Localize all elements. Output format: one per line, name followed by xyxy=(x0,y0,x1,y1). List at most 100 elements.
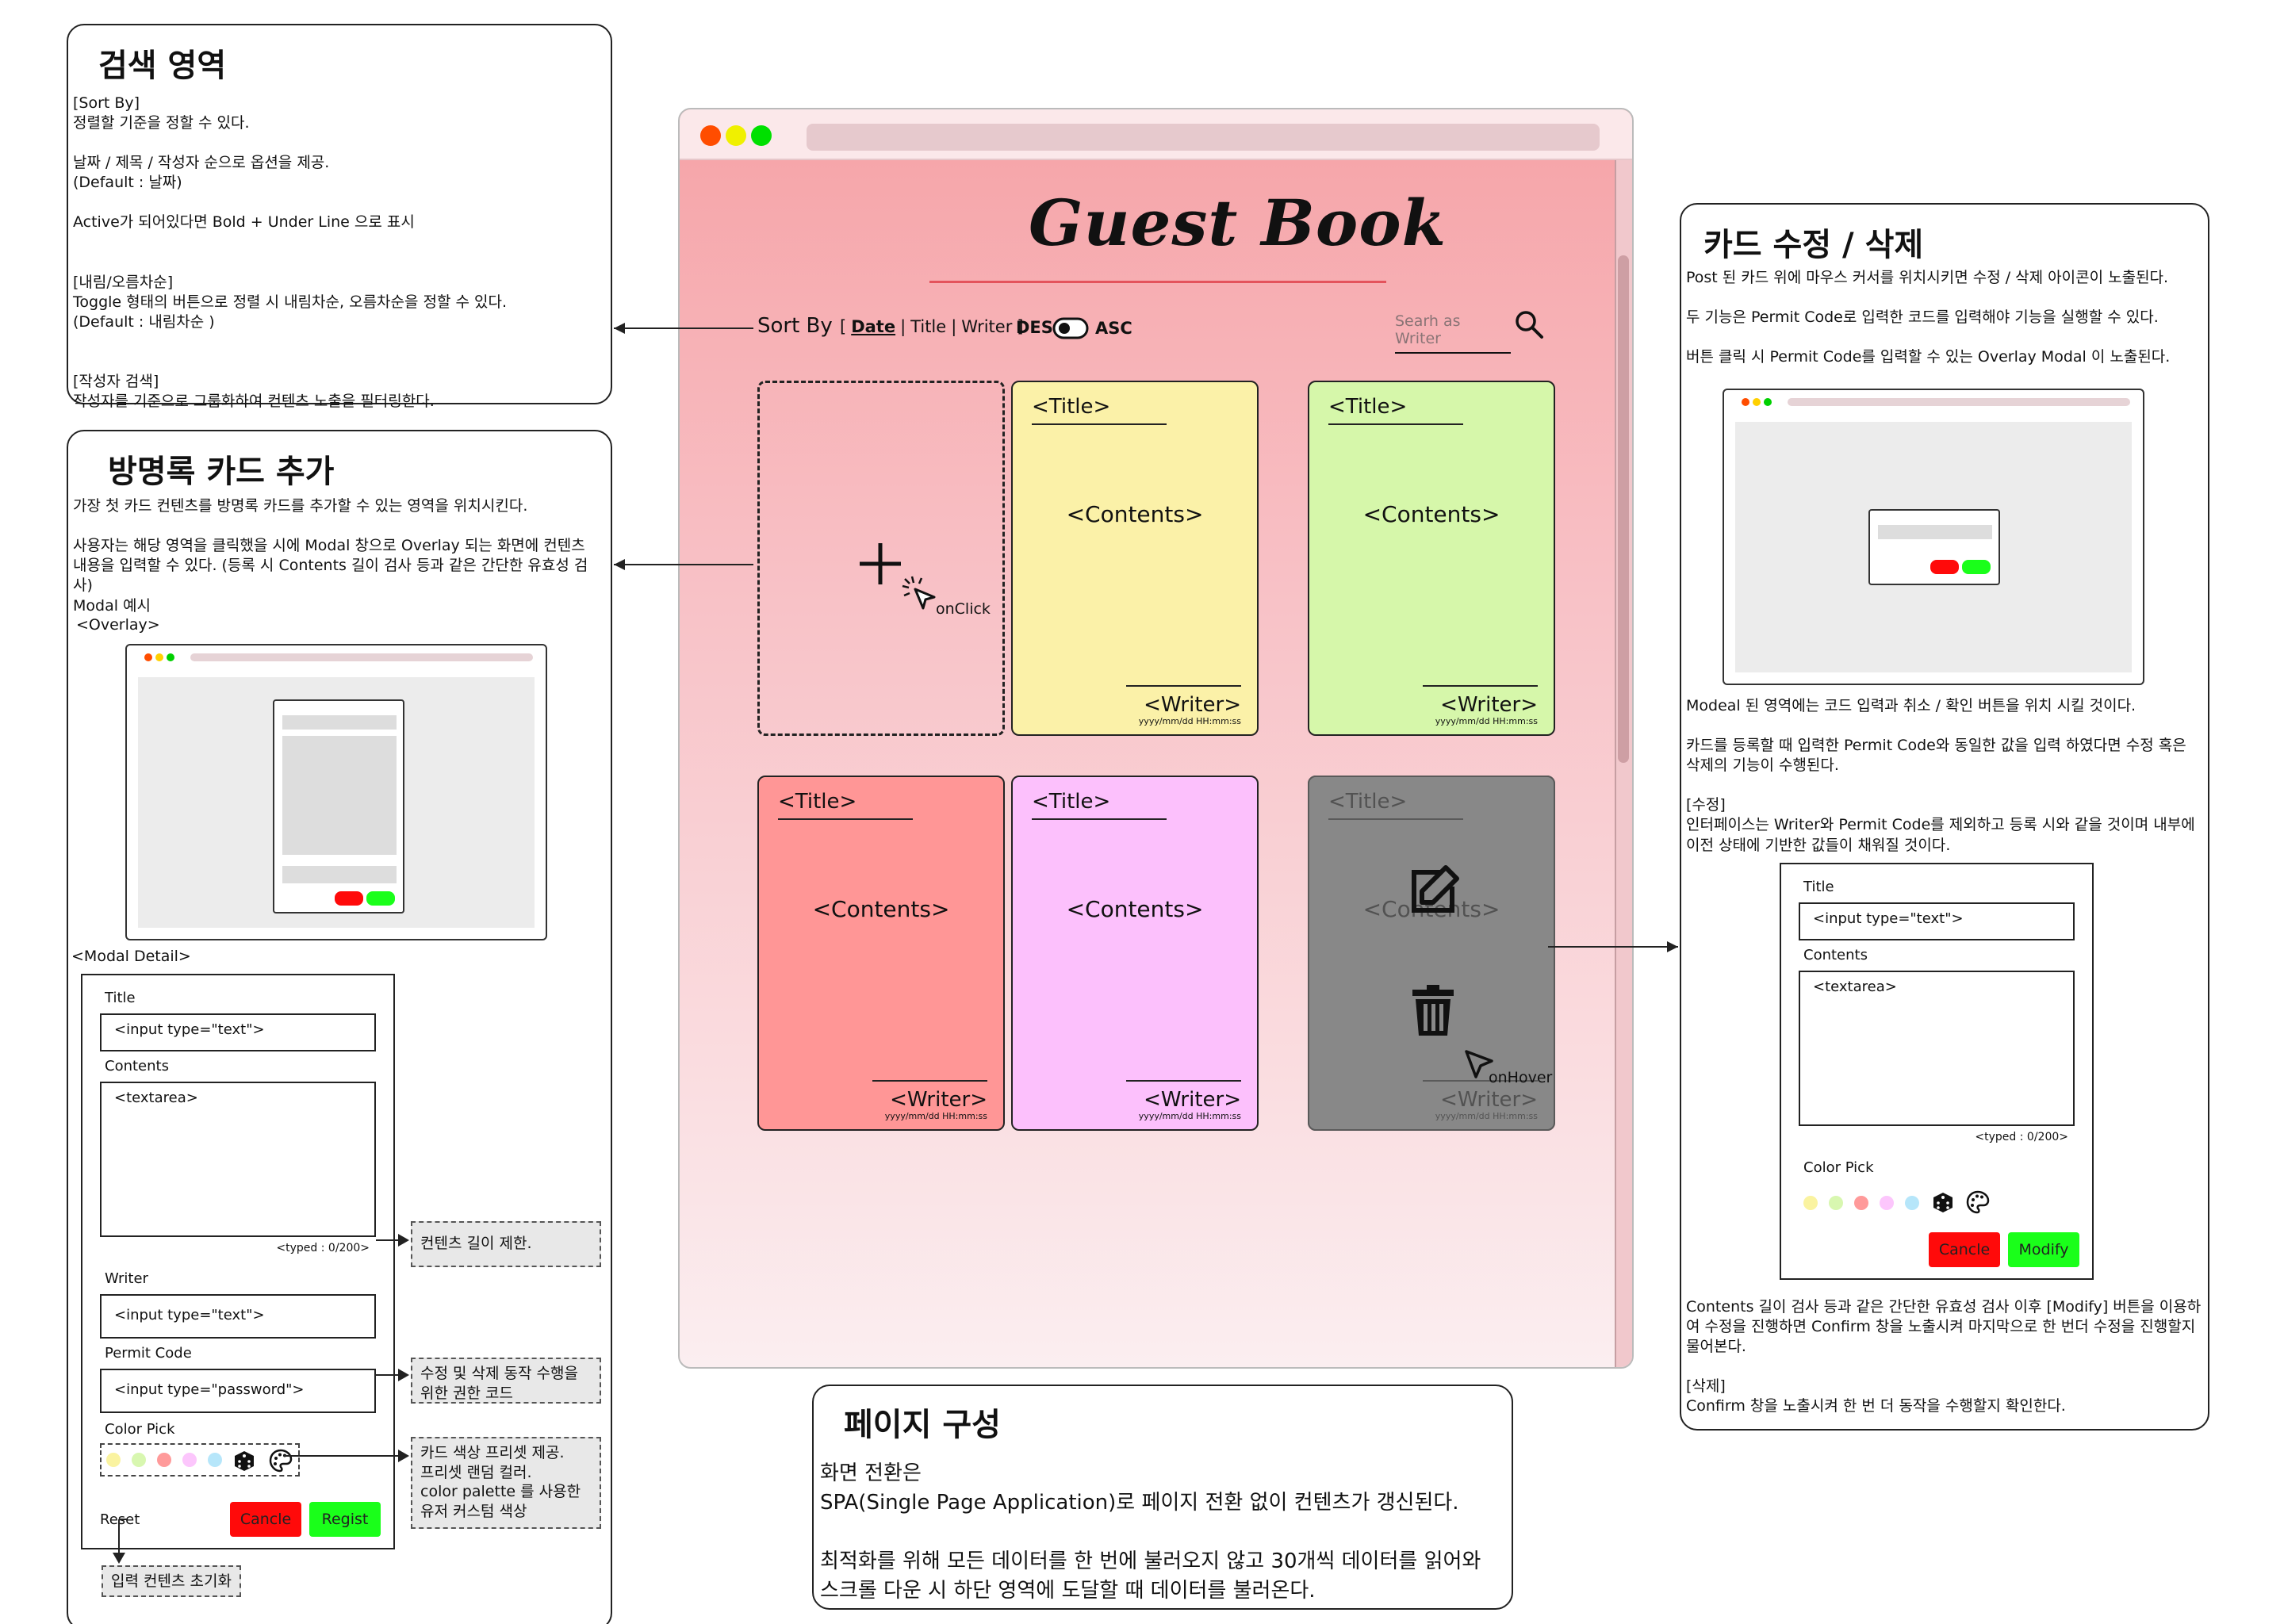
cancel-button[interactable]: Cancle xyxy=(230,1502,301,1537)
panel-title: 방명록 카드 추가 xyxy=(108,454,335,490)
modal-example-label: Modal 예시 xyxy=(73,597,151,615)
card-contents: <Contents> xyxy=(1362,501,1500,527)
minimize-dot[interactable] xyxy=(726,125,746,146)
card-date: yyyy/mm/dd HH:mm:ss xyxy=(1138,1111,1241,1121)
swatch-yellow[interactable] xyxy=(1803,1196,1818,1210)
search-area-panel: 검색 영역 [Sort By] 정렬할 기준을 정할 수 있다. 날짜 / 제목… xyxy=(67,24,612,410)
url-bar xyxy=(1788,398,2130,406)
contents-label: Contents xyxy=(1803,947,1868,963)
plus-icon xyxy=(860,543,901,584)
url-bar[interactable] xyxy=(807,124,1600,151)
panel-title: 검색 영역 xyxy=(98,48,227,84)
swatch-yellow[interactable] xyxy=(106,1453,121,1467)
cursor-icon xyxy=(1465,1050,1493,1078)
permit-code-label: Permit Code xyxy=(105,1345,192,1362)
note-permit-code: 수정 및 삭제 동작 수행을 위한 권한 코드 xyxy=(411,1358,601,1404)
card-date: yyyy/mm/dd HH:mm:ss xyxy=(1435,716,1538,726)
modal-detail-form: Title <input type="text"> Contents <text… xyxy=(81,974,395,1549)
modal-field xyxy=(282,715,397,730)
swatch-green[interactable] xyxy=(132,1453,146,1467)
swatch-pink[interactable] xyxy=(182,1453,197,1467)
search-input[interactable]: Searh as Writer xyxy=(1395,312,1511,354)
dice-icon[interactable] xyxy=(1932,1191,1954,1213)
cancel-button[interactable]: Cancle xyxy=(1929,1232,2000,1267)
panel-text: [Sort By] 정렬할 기준을 정할 수 있다. 날짜 / 제목 / 작성자… xyxy=(73,94,508,411)
card-title-line xyxy=(1328,423,1463,425)
guestbook-card[interactable]: <Title><Contents><Writer>yyyy/mm/dd HH:m… xyxy=(1011,381,1259,736)
writer-input[interactable]: <input type="text"> xyxy=(100,1294,376,1339)
card-writer-line xyxy=(872,1080,987,1082)
panel-title: 카드 수정 / 삭제 xyxy=(1703,227,1924,263)
title-input[interactable]: <input type="text"> xyxy=(1799,902,2075,940)
guestbook-card[interactable]: <Title><Contents><Writer>yyyy/mm/dd HH:m… xyxy=(757,776,1005,1131)
panel-text: 가장 첫 카드 컨텐츠를 방명록 카드를 추가할 수 있는 영역을 위치시킨다.… xyxy=(73,497,588,595)
guestbook-card[interactable]: <Title><Contents><Writer>yyyy/mm/dd HH:m… xyxy=(1011,776,1259,1131)
trash-icon[interactable] xyxy=(1411,985,1455,1037)
hover-overlay: onHover xyxy=(1308,776,1555,1131)
swatch-red[interactable] xyxy=(1854,1196,1868,1210)
swatch-red[interactable] xyxy=(157,1453,171,1467)
card-contents: <Contents> xyxy=(1066,501,1204,527)
guestbook-card[interactable]: <Title><Contents><Writer>yyyy/mm/dd HH:m… xyxy=(1308,381,1555,736)
cursor-icon xyxy=(902,576,936,610)
swatch-blue[interactable] xyxy=(1905,1196,1919,1210)
sort-separator: | xyxy=(900,317,906,336)
sort-by-label: Sort By xyxy=(757,314,833,338)
swatch-blue[interactable] xyxy=(208,1453,222,1467)
sort-option-writer[interactable]: Writer xyxy=(961,317,1013,336)
card-writer-line xyxy=(1423,685,1538,687)
typed-counter: <typed : 0/200> xyxy=(276,1242,370,1254)
confirm-modal-mockup xyxy=(1723,389,2144,685)
sort-option-title[interactable]: Title xyxy=(910,317,947,336)
url-bar xyxy=(190,653,533,661)
swatch-pink[interactable] xyxy=(1880,1196,1894,1210)
scrollbar[interactable] xyxy=(1615,160,1632,1367)
card-writer: <Writer> xyxy=(1440,693,1538,717)
minimize-dot xyxy=(155,653,163,661)
card-date: yyyy/mm/dd HH:mm:ss xyxy=(884,1111,987,1121)
maximize-dot[interactable] xyxy=(751,125,772,146)
modal-detail-label: <Modal Detail> xyxy=(71,948,191,965)
card-contents: <Contents> xyxy=(1066,896,1204,922)
scrollbar-thumb[interactable] xyxy=(1618,255,1629,763)
edit-delete-panel: 카드 수정 / 삭제 Post 된 카드 위에 마우스 커서를 위치시키면 수정… xyxy=(1680,203,2209,1431)
panel-text: Post 된 카드 위에 마우스 커서를 위치시키면 수정 / 삭제 아이콘이 … xyxy=(1686,269,2171,366)
typed-counter: <typed : 0/200> xyxy=(1975,1131,2068,1143)
card-writer-line xyxy=(1126,685,1241,687)
minimize-dot xyxy=(1753,398,1761,406)
toggle-icon[interactable] xyxy=(1052,317,1089,339)
card-writer-line xyxy=(1126,1080,1241,1082)
modify-form: Title <input type="text"> Contents <text… xyxy=(1780,863,2094,1280)
card-title-line xyxy=(1032,818,1167,820)
search-icon[interactable] xyxy=(1514,309,1544,339)
sort-separator: | xyxy=(951,317,957,336)
confirm-button xyxy=(1962,560,1991,574)
card-contents: <Contents> xyxy=(812,896,950,922)
sort-option-date[interactable]: Date xyxy=(851,317,896,336)
contents-label: Contents xyxy=(105,1058,169,1074)
panel-text: Modeal 된 영역에는 코드 입력과 취소 / 확인 버튼을 위치 시킬 것… xyxy=(1686,697,2195,854)
contents-textarea[interactable]: <textarea> xyxy=(100,1082,376,1237)
contents-textarea[interactable]: <textarea> xyxy=(1799,971,2075,1126)
title-label: Title xyxy=(105,990,136,1006)
panel-title: 페이지 구성 xyxy=(844,1407,1001,1443)
color-pick-label: Color Pick xyxy=(105,1421,175,1438)
edit-icon[interactable] xyxy=(1406,864,1460,918)
modify-button[interactable]: Modify xyxy=(2008,1232,2079,1267)
guestbook-browser: Guest Book Sort By [ Date | Title | Writ… xyxy=(678,108,1634,1369)
swatch-green[interactable] xyxy=(1829,1196,1843,1210)
maximize-dot xyxy=(167,653,174,661)
close-dot[interactable] xyxy=(700,125,721,146)
color-pick-label: Color Pick xyxy=(1803,1159,1874,1176)
overlay-label: <Overlay> xyxy=(76,616,160,634)
permit-code-input[interactable]: <input type="password"> xyxy=(100,1369,376,1413)
panel-text: 화면 전환은 SPA(Single Page Application)로 페이지… xyxy=(820,1461,1481,1603)
browser-topbar xyxy=(680,109,1632,160)
title-underline xyxy=(929,281,1386,283)
dice-icon[interactable] xyxy=(233,1450,255,1472)
palette-icon[interactable] xyxy=(1965,1189,1991,1215)
add-card-area[interactable]: onClick xyxy=(757,381,1005,736)
regist-button[interactable]: Regist xyxy=(309,1502,381,1537)
title-input[interactable]: <input type="text"> xyxy=(100,1013,376,1051)
page-structure-panel: 페이지 구성 화면 전환은 SPA(Single Page Applicatio… xyxy=(812,1385,1513,1610)
